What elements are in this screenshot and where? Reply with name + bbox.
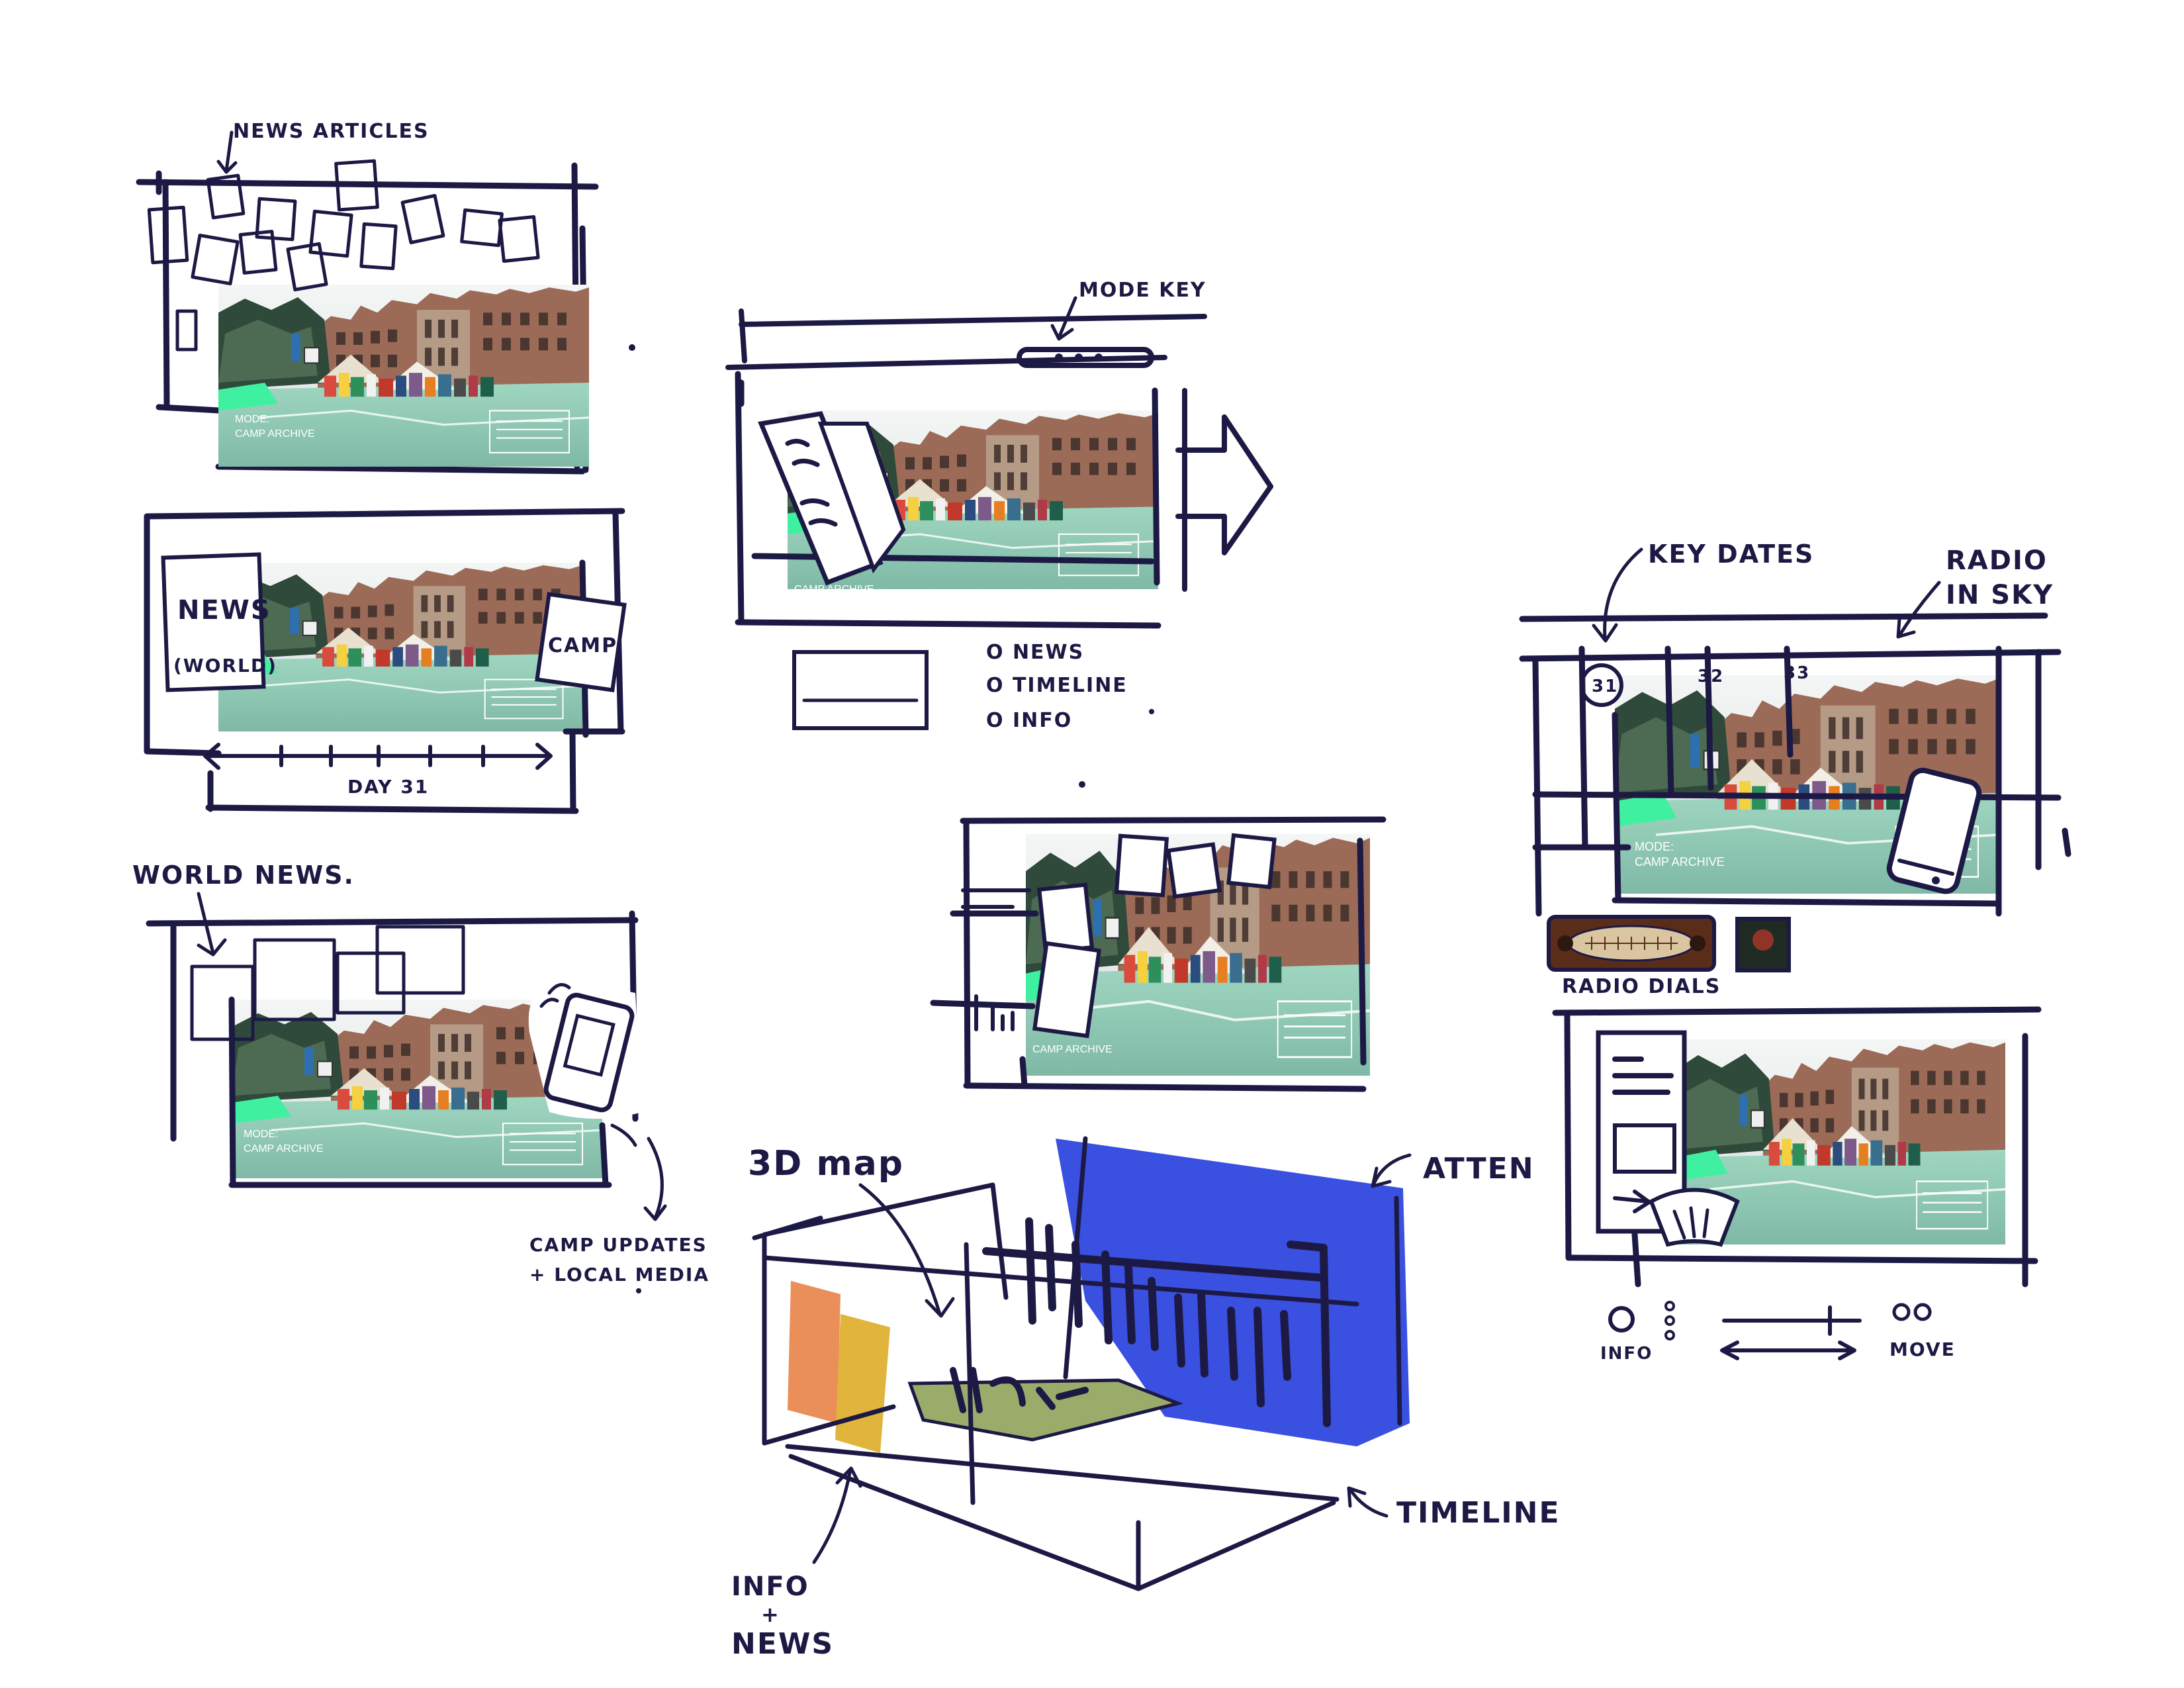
timeline-arrow (1349, 1488, 1387, 1516)
mode-label: MODE: (235, 414, 269, 425)
move-button-icon[interactable] (1894, 1305, 1930, 1319)
sketch-mode-key: MODE KEY CAMP ARCHIVE (728, 279, 1271, 732)
mode-value: CAMP ARCHIVE (1635, 855, 1725, 868)
news-articles-label: NEWS ARTICLES (233, 120, 430, 143)
map-tile (910, 1380, 1178, 1440)
attention-arrow (1373, 1155, 1410, 1186)
day-timeline (205, 745, 551, 768)
key-dates-label: KEY DATES (1648, 539, 1814, 569)
sketch-info-move: INFO MOVE (1555, 1009, 2038, 1364)
info-news-line1: INFO (731, 1571, 809, 1602)
sketch-3d-map: 3D map ATTEN TIMELINE INFO + NEWS (731, 1139, 1561, 1661)
sketch-radio-sky: KEY DATES RADIO IN SKY MODE: CAMP ARCHIV… (1522, 539, 2068, 998)
sketch-side-panel: CAMP ARCHIVE (933, 820, 1383, 1089)
phone-home-icon (1932, 876, 1940, 884)
key-dates-arrow (1594, 549, 1641, 641)
move-slider[interactable] (1722, 1307, 1860, 1358)
camp-updates-label: CAMP UPDATES (529, 1234, 707, 1256)
mode-value: CAMP ARCHIVE (794, 584, 874, 595)
info-news-line3: NEWS (731, 1627, 834, 1661)
radio-dials-label: RADIO DIALS (1562, 975, 1721, 998)
next-arrow (1178, 391, 1271, 589)
news-card-line1: NEWS (177, 595, 271, 626)
timeline-day-label: DAY 31 (347, 776, 429, 798)
timeline-label: TIMELINE (1396, 1496, 1561, 1530)
mode-label: MODE: (1635, 840, 1674, 853)
key-date-32[interactable]: 32 (1698, 667, 1724, 686)
info-panel-orange (788, 1281, 841, 1423)
sketch-news-world-camp: NEWS (WORLD) CAMP DAY 31 (147, 511, 624, 811)
camp-card: CAMP (537, 594, 625, 690)
mode-option-info[interactable]: O INFO (986, 709, 1072, 732)
local-media-label: + LOCAL MEDIA (529, 1264, 709, 1286)
info-button-icon[interactable] (1610, 1308, 1633, 1331)
mode-value: CAMP ARCHIVE (235, 428, 315, 440)
key-date-31[interactable]: 31 (1592, 677, 1618, 696)
dial-selector[interactable] (1651, 1190, 1737, 1245)
sketch-world-news: WORLD NEWS. MODE: CAMP ARCHIVE (132, 861, 709, 1286)
mode-option-news[interactable]: O NEWS (986, 641, 1084, 664)
news-panel-yellow (835, 1314, 890, 1453)
key-date-33[interactable]: 33 (1784, 663, 1810, 683)
camp-card-label: CAMP (548, 634, 617, 657)
info-dots-icon (1666, 1302, 1674, 1339)
info-news-line2: + (761, 1602, 780, 1627)
3d-map-title: 3D map (748, 1144, 904, 1184)
mode-value: CAMP ARCHIVE (1032, 1044, 1113, 1055)
world-news-label: WORLD NEWS. (132, 861, 355, 890)
frame-4-top (728, 311, 1205, 367)
mode-label: MODE: (244, 1129, 278, 1140)
radio-label-line1: RADIO (1946, 545, 2048, 576)
radio-dial-right-icon[interactable] (1690, 935, 1706, 951)
attention-label: ATTEN (1423, 1152, 1535, 1186)
radio-dials-device (1549, 917, 1789, 970)
move-control-label: MOVE (1889, 1338, 1956, 1360)
news-world-card: NEWS (WORLD) (163, 555, 277, 690)
radio-dial-left-icon[interactable] (1557, 935, 1573, 951)
mode-panel (794, 652, 927, 728)
sketch-news-articles: MODE: CAMP ARCHIVE NEWS ARTICLES (139, 120, 596, 471)
mode-value: CAMP ARCHIVE (244, 1143, 324, 1154)
mode-option-timeline[interactable]: O TIMELINE (986, 674, 1128, 697)
radio-arrow (1898, 583, 1939, 637)
info-control-label: INFO (1600, 1344, 1653, 1364)
news-card-line2: (WORLD) (173, 655, 277, 677)
mode-key-label: MODE KEY (1079, 279, 1206, 302)
radio-label-line2: IN SKY (1946, 580, 2054, 610)
